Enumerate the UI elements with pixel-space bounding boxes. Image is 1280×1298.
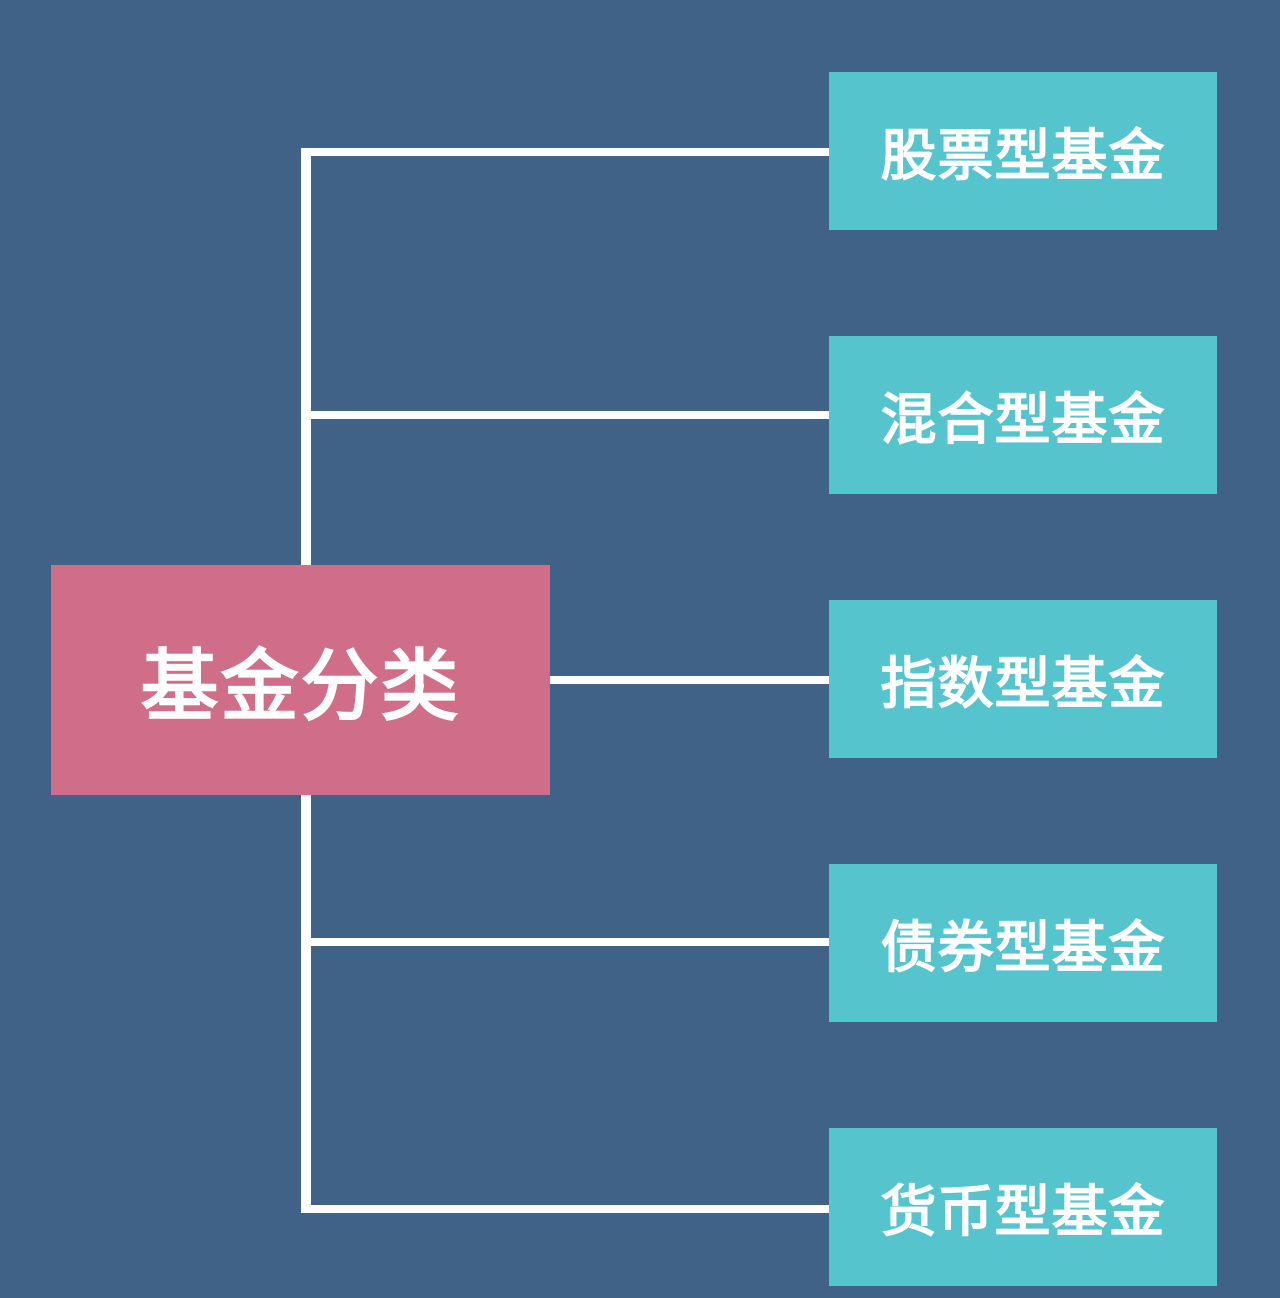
child-node-label: 混合型基金 bbox=[880, 387, 1166, 453]
branch-line-1 bbox=[301, 148, 829, 156]
child-node-label: 货币型基金 bbox=[880, 1179, 1166, 1245]
trunk-line-upper bbox=[301, 148, 311, 566]
branch-line-4 bbox=[301, 938, 829, 946]
root-node-fund-classification: 基金分类 bbox=[51, 565, 550, 795]
child-node-stock-fund: 股票型基金 bbox=[829, 72, 1217, 230]
branch-line-3 bbox=[550, 676, 829, 684]
branch-line-5 bbox=[301, 1205, 829, 1213]
trunk-line-lower bbox=[301, 795, 311, 1213]
child-node-hybrid-fund: 混合型基金 bbox=[829, 336, 1217, 494]
child-node-index-fund: 指数型基金 bbox=[829, 600, 1217, 758]
root-node-label: 基金分类 bbox=[140, 642, 461, 732]
branch-line-2 bbox=[301, 411, 829, 419]
child-node-label: 指数型基金 bbox=[880, 651, 1166, 717]
child-node-bond-fund: 债券型基金 bbox=[829, 864, 1217, 1022]
child-node-money-market-fund: 货币型基金 bbox=[829, 1128, 1217, 1286]
child-node-label: 股票型基金 bbox=[880, 123, 1166, 189]
child-node-label: 债券型基金 bbox=[880, 915, 1166, 981]
